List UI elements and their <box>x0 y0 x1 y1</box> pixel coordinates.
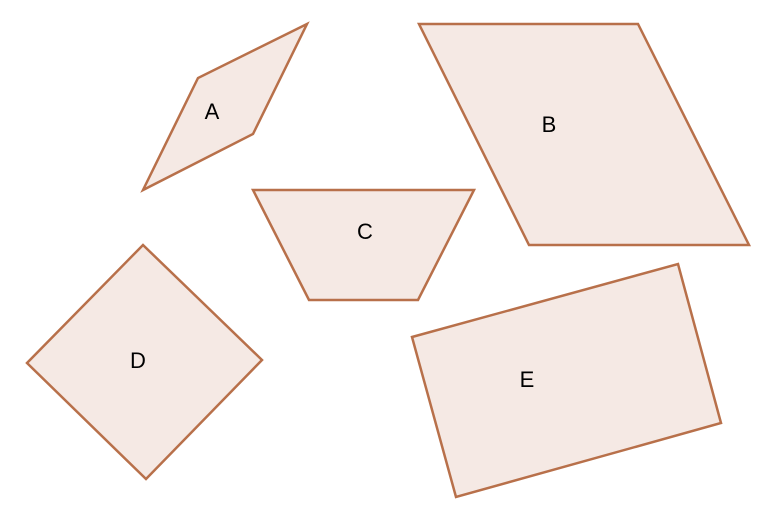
shape-e-outline <box>410 262 723 499</box>
shape-a-outline <box>140 21 310 193</box>
shape-d: D <box>25 243 264 481</box>
shape-e: E <box>410 262 723 499</box>
shape-b-label: B <box>542 112 557 137</box>
shape-c-outline <box>250 188 477 302</box>
shape-b-outline <box>416 22 752 247</box>
shape-a-label: A <box>205 99 220 124</box>
shape-a: A <box>140 21 310 193</box>
shape-c-label: C <box>357 219 373 244</box>
shape-e-label: E <box>520 367 535 392</box>
shape-c: C <box>250 188 477 302</box>
shape-b: B <box>416 22 752 247</box>
shape-d-label: D <box>130 348 146 373</box>
shape-d-outline <box>25 243 264 481</box>
